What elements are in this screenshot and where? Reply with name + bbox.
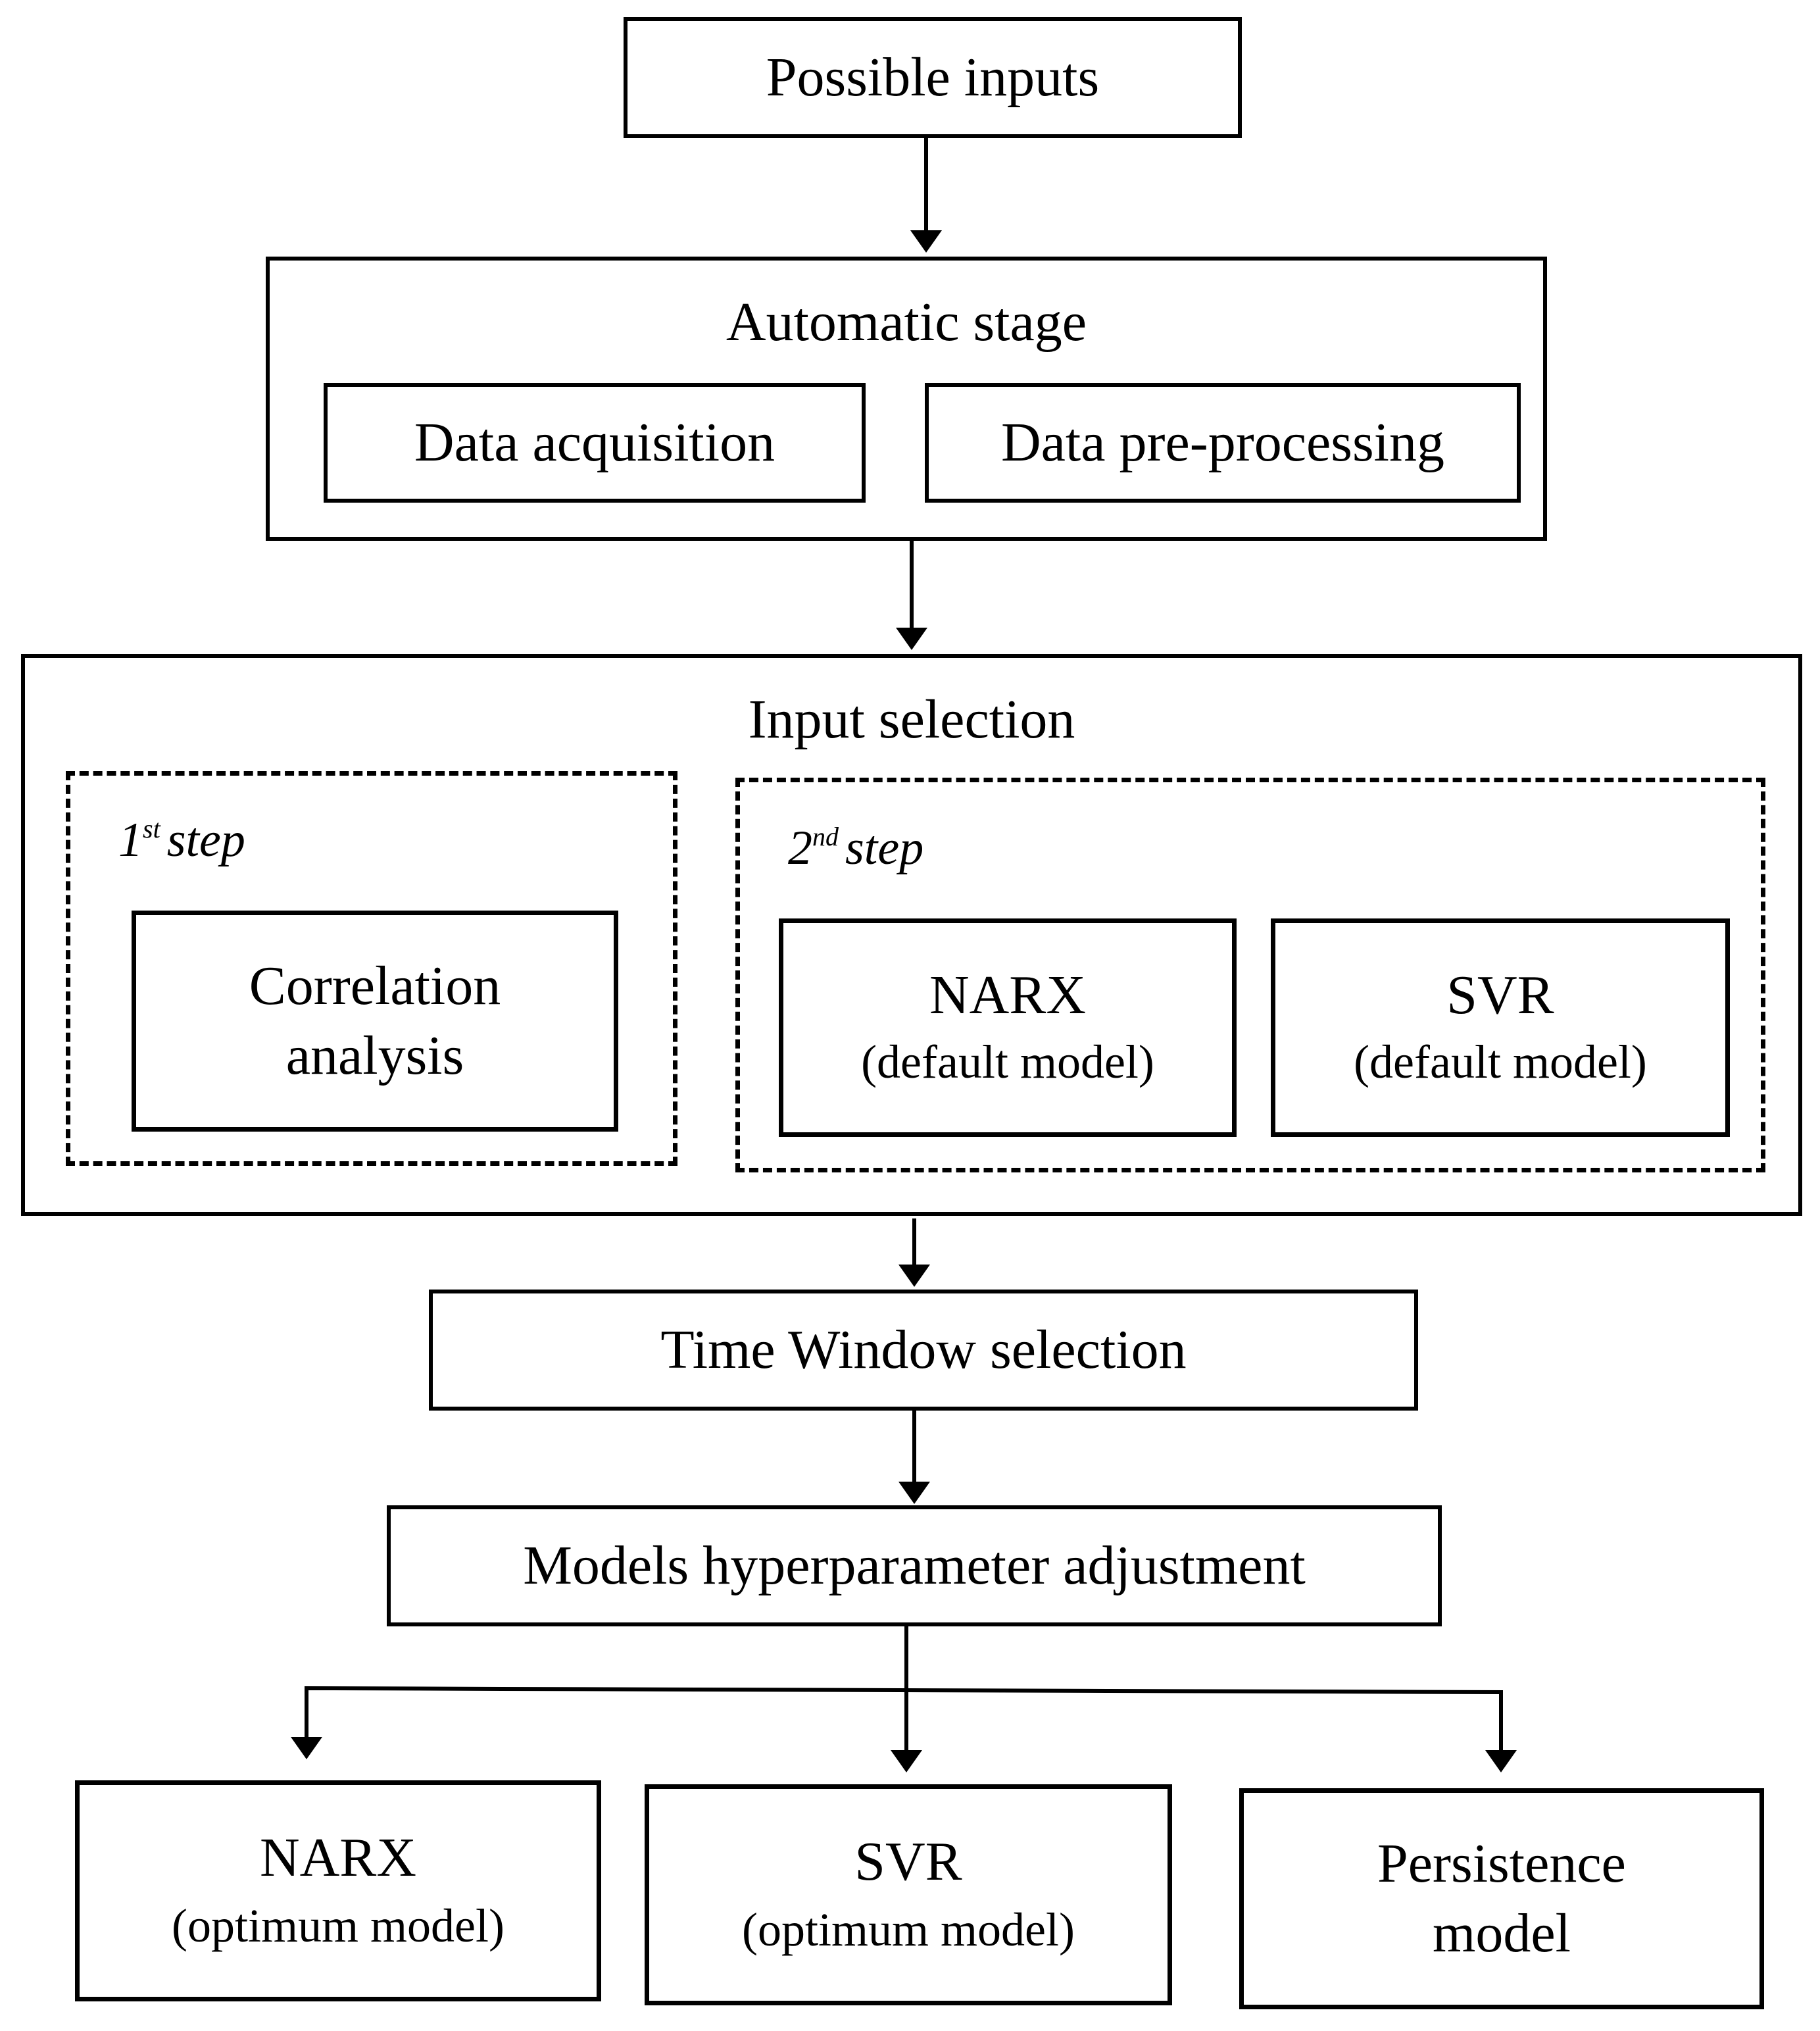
arrowhead-persistence: [1485, 1750, 1517, 1772]
svr-optimum-subtitle: (optimum model): [742, 1903, 1075, 1956]
svr-optimum-box: SVR (optimum model): [645, 1784, 1172, 2005]
second-step-ordinal: nd: [812, 822, 839, 851]
possible-inputs-box: Possible inputs: [624, 17, 1242, 138]
time-window-box: Time Window selection: [429, 1290, 1418, 1411]
arrowhead-3: [898, 1265, 930, 1287]
second-step-group: [735, 778, 1765, 1172]
possible-inputs-label: Possible inputs: [766, 46, 1100, 108]
data-preprocessing-box: Data pre-processing: [925, 383, 1521, 503]
svr-default-subtitle: (default model): [1354, 1036, 1647, 1088]
persistence-model-box: Persistence model: [1239, 1788, 1764, 2009]
first-step-text: step: [166, 813, 245, 867]
narx-optimum-title: NARX: [259, 1826, 416, 1888]
input-selection-title: Input selection: [748, 689, 1075, 750]
data-acquisition-label: Data acquisition: [414, 411, 775, 473]
svr-optimum-title: SVR: [854, 1830, 962, 1892]
correlation-analysis-box: Correlation analysis: [132, 911, 618, 1132]
data-preprocessing-label: Data pre-processing: [1000, 411, 1445, 473]
svr-default-title: SVR: [1446, 964, 1554, 1026]
hyperparameter-box: Models hyperparameter adjustment: [387, 1505, 1442, 1626]
arrowhead-1: [910, 230, 942, 253]
correlation-line2: analysis: [285, 1025, 464, 1086]
narx-default-title: NARX: [929, 964, 1086, 1026]
correlation-line1: Correlation: [249, 955, 501, 1016]
narx-optimum-box: NARX (optimum model): [75, 1780, 601, 2001]
svr-default-box: SVR (default model): [1271, 918, 1730, 1137]
arrowhead-2: [896, 628, 927, 650]
first-step-number: 1: [118, 813, 143, 867]
arrowhead-svr: [891, 1750, 922, 1772]
persistence-line2: model: [1433, 1903, 1571, 1964]
narx-default-subtitle: (default model): [861, 1036, 1154, 1088]
arrowhead-4: [898, 1482, 930, 1504]
time-window-label: Time Window selection: [660, 1318, 1187, 1380]
persistence-line1: Persistence: [1377, 1832, 1626, 1894]
arrowhead-narx: [291, 1737, 322, 1759]
automatic-stage-title: Automatic stage: [726, 291, 1087, 353]
second-step-text: step: [845, 821, 924, 875]
data-acquisition-box: Data acquisition: [324, 383, 866, 503]
first-step-ordinal: st: [143, 814, 160, 843]
hyperparameter-label: Models hyperparameter adjustment: [523, 1534, 1306, 1596]
second-step-number: 2: [788, 821, 812, 875]
first-step-group: [66, 771, 677, 1166]
branch-connector: [305, 1686, 1503, 1754]
narx-optimum-subtitle: (optimum model): [172, 1899, 504, 1952]
narx-default-box: NARX (default model): [779, 918, 1237, 1137]
